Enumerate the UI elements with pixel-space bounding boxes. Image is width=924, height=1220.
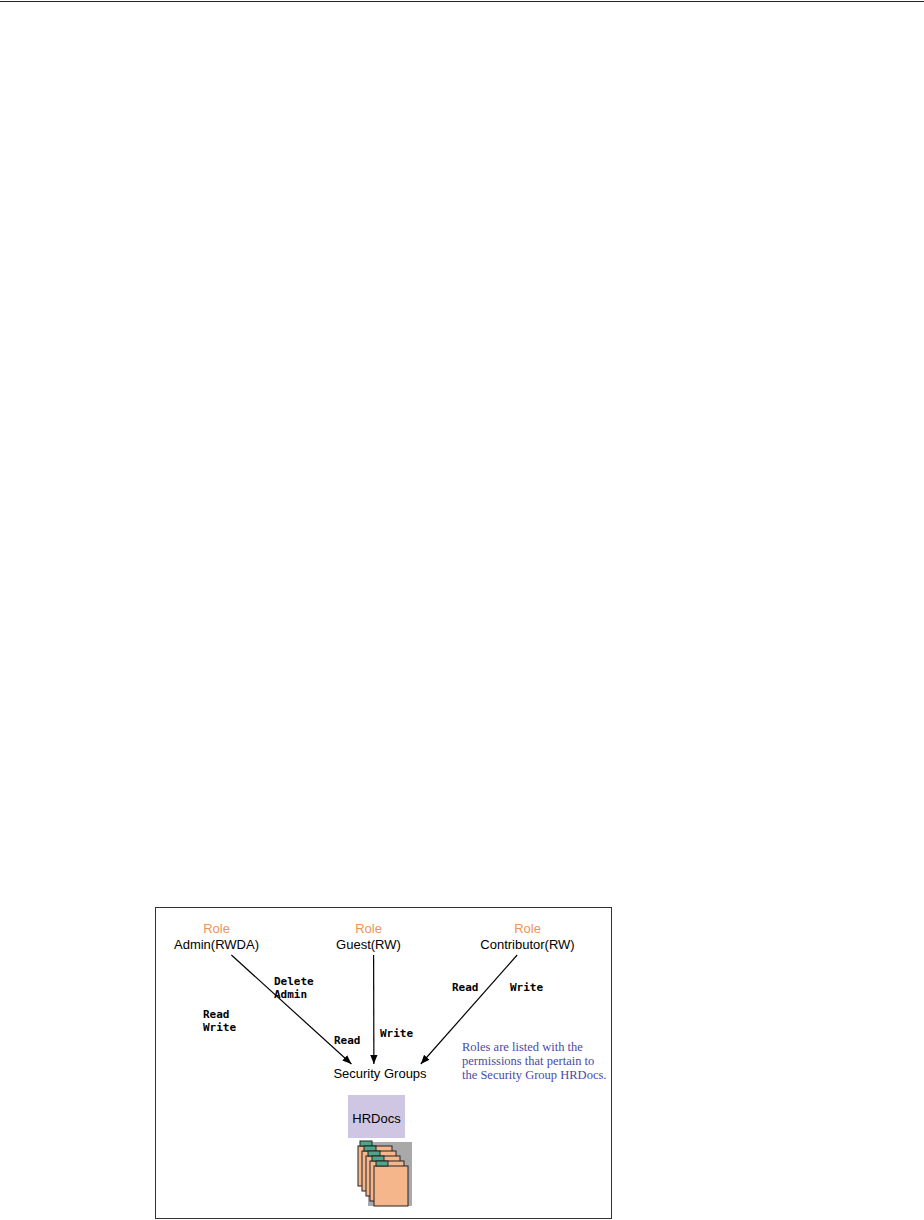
node-label: Guest(RW) xyxy=(335,937,402,953)
role-heading: Role xyxy=(173,921,260,937)
node-label: HRDocs xyxy=(351,1111,402,1127)
security-groups-box: Security Groups xyxy=(329,1064,431,1084)
permission-label: Read xyxy=(334,1034,368,1047)
page-rule xyxy=(0,1,924,2)
role-box: RoleGuest(RW) xyxy=(332,919,405,955)
role-box: RoleAdmin(RWDA) xyxy=(170,919,263,955)
permission-label: Write xyxy=(380,1027,420,1040)
permission-label: Delete Admin xyxy=(274,975,322,1001)
node-label: Security Groups xyxy=(332,1066,428,1082)
node-label: Contributor(RW) xyxy=(479,937,576,953)
folder-icon xyxy=(358,1141,412,1206)
permission-label: Read xyxy=(452,981,486,994)
role-heading: Role xyxy=(335,921,402,937)
permission-arrow xyxy=(231,955,351,1064)
permission-label: Write xyxy=(510,981,550,994)
security-group-square: HRDocs xyxy=(348,1095,405,1138)
node-label: Admin(RWDA) xyxy=(173,937,260,953)
permission-arrow xyxy=(373,955,374,1064)
permission-label: Read Write xyxy=(203,1008,243,1034)
diagram-frame xyxy=(156,908,612,1219)
role-heading: Role xyxy=(479,921,576,937)
note-text: Roles are listed with the permissions th… xyxy=(462,1040,612,1082)
role-box: RoleContributor(RW) xyxy=(476,919,579,955)
